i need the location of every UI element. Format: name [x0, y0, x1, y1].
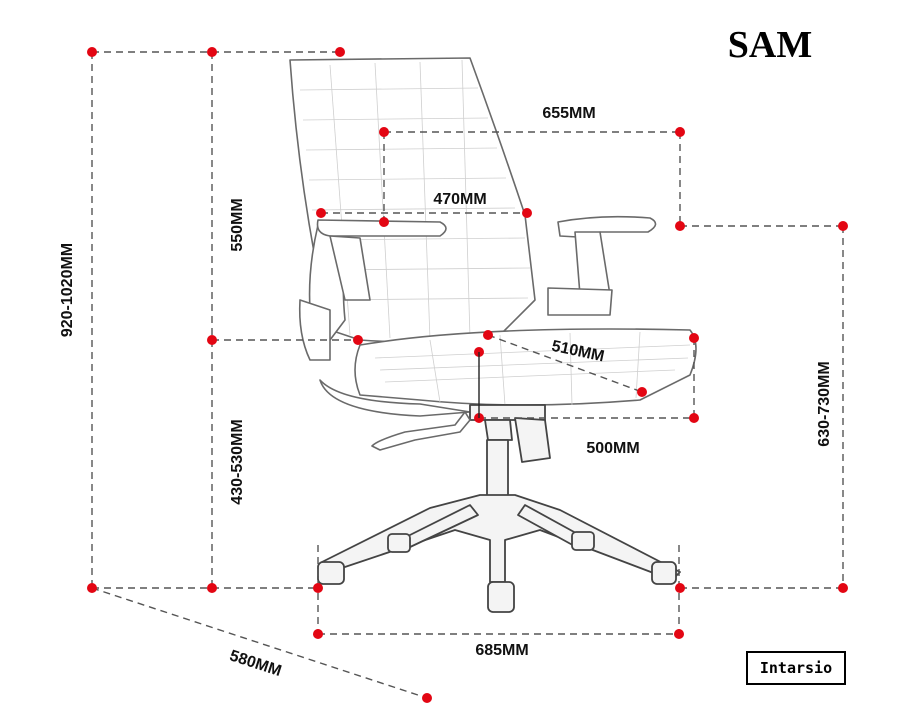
product-title: SAM — [728, 24, 812, 66]
brand-logo: Intarsio — [746, 651, 846, 685]
chair-illustration — [289, 57, 697, 613]
seat-depth-label: 500MM — [586, 440, 639, 457]
base-depth-label: 580MM — [227, 647, 283, 680]
armrest-height-label: 630-730MM — [816, 361, 833, 446]
brand-name: Intarsio — [760, 659, 832, 677]
overall-width-label: 655MM — [542, 105, 595, 122]
back-width-label: 470MM — [433, 191, 486, 208]
base-width-label: 685MM — [475, 642, 528, 659]
dimension-lines — [91, 51, 844, 699]
back-height-label: 550MM — [229, 198, 246, 251]
total-height-label: 920-1020MM — [59, 243, 76, 337]
seat-height-label: 430-530MM — [229, 419, 246, 504]
